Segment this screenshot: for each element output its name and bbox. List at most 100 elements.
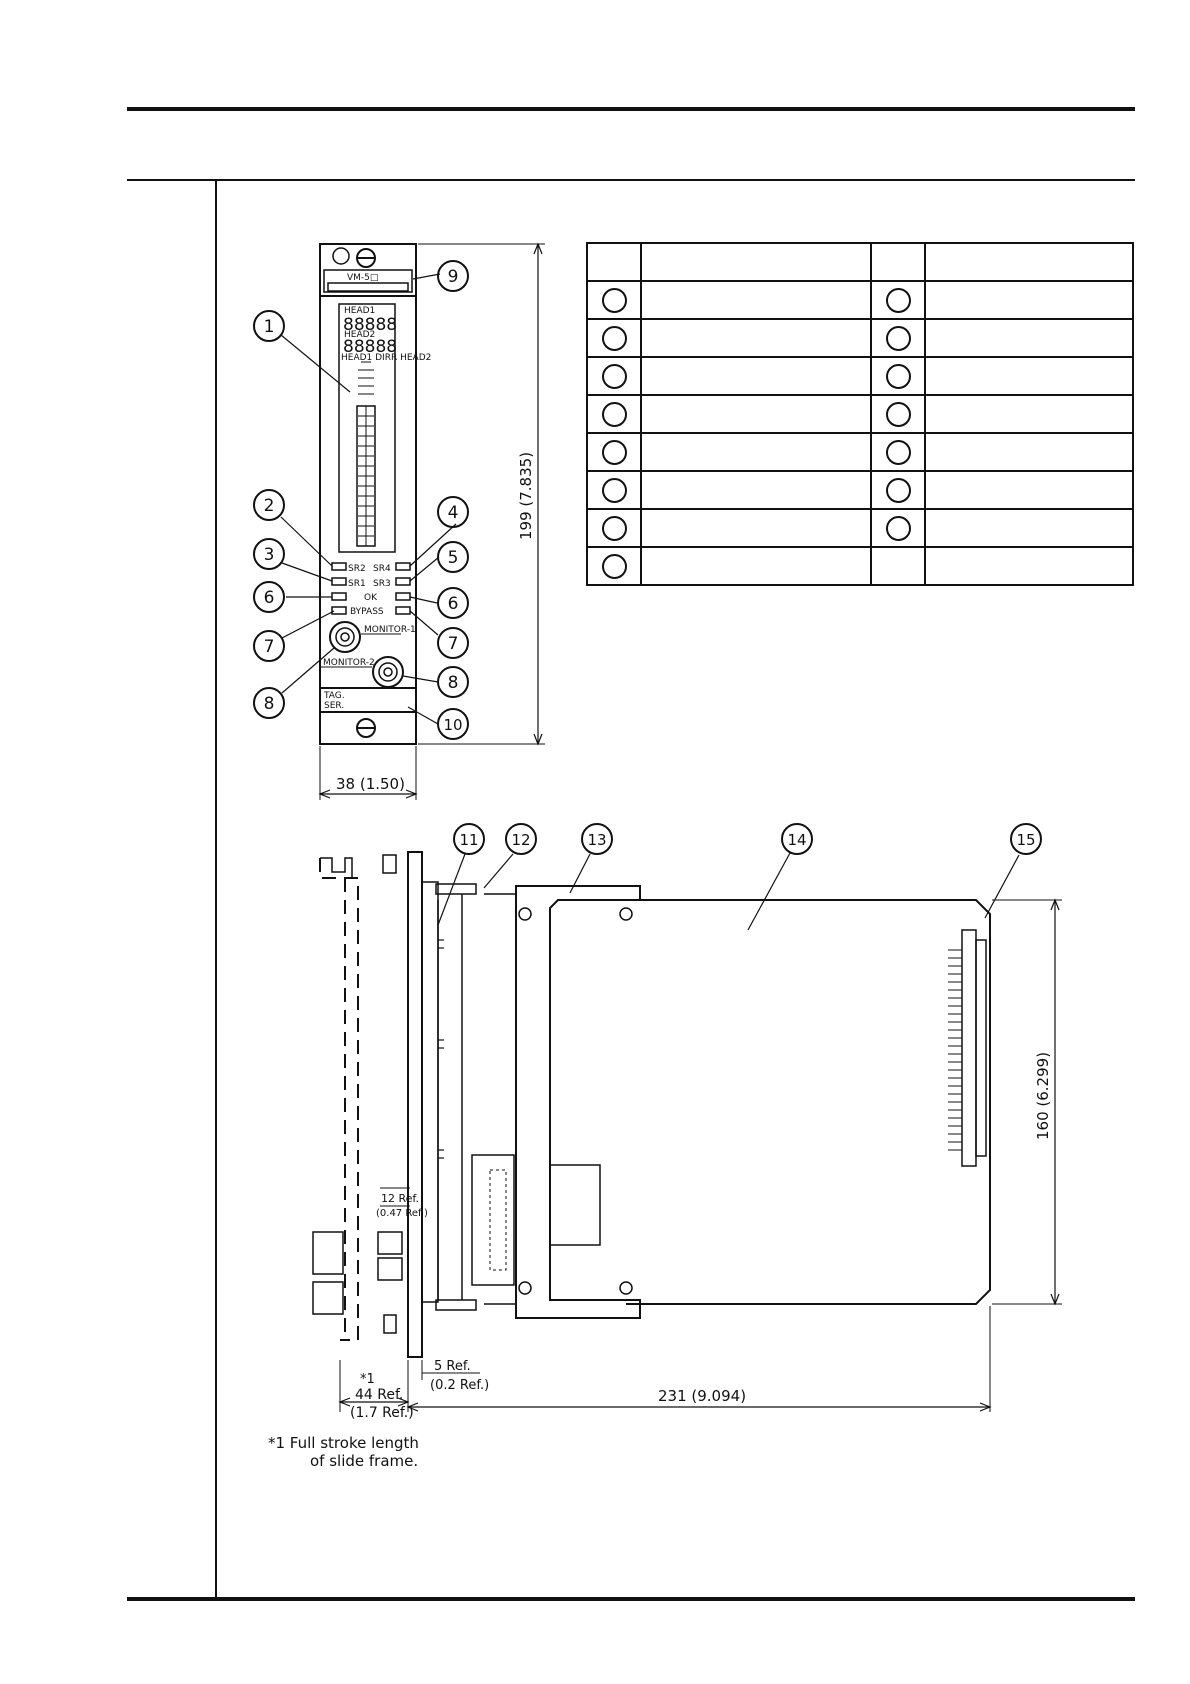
dim-ref-17: (1.7 Ref.) [350,1405,414,1421]
dim-height: 199 (7.835) [517,452,535,540]
item-circle-icon [885,515,911,541]
callout-6-right-number: 6 [448,594,459,614]
led-bypass-label: BYPASS [350,607,384,617]
callout-11-number: 11 [459,831,478,849]
callout-8-right-number: 8 [448,673,459,693]
item-circle-icon [601,515,627,541]
callout-5-number: 5 [448,548,459,568]
table-row [586,546,1134,586]
edge-connector [961,929,977,1167]
parts-table [586,242,1134,586]
callout-13-number: 13 [587,831,606,849]
monitor-1-label: MONITOR-1 [364,625,416,635]
left-column-rule [215,180,217,1600]
item-circle-icon [601,477,627,503]
logo-icon [332,247,350,265]
slide-frame [515,885,641,1319]
led-ok-right [395,592,411,601]
led-ok-left [331,592,347,601]
callout-6-right-icon [437,587,469,619]
panel-side-view [407,851,423,1358]
callout-7-left-number: 7 [264,637,275,657]
callout-15-icon [1010,823,1042,855]
table-header-row [586,242,1134,282]
callout-14-number: 14 [787,831,806,849]
callout-7-left-icon [253,630,285,662]
led-sr3 [395,577,411,586]
header-bottom-rule [127,179,1135,181]
item-circle-icon [601,439,627,465]
item-circle-icon [601,363,627,389]
front-panel-outline [319,243,417,745]
callout-8-left-number: 8 [264,694,275,714]
monitor-1-jack-icon [329,621,361,653]
led-sr1-label: SR1 [348,579,366,589]
callout-3-number: 3 [264,545,275,565]
led-bypass-left [331,606,347,615]
table-row [586,394,1134,434]
dim-ref-12: 12 Ref. [381,1192,419,1205]
table-row [586,318,1134,358]
display-window [338,303,396,553]
top-screw-icon [356,248,376,268]
callout-15-number: 15 [1016,831,1035,849]
callout-6-left-icon [253,581,285,613]
model-plate [323,269,413,293]
item-circle-icon [885,325,911,351]
item-circle-icon [601,325,627,351]
table-row [586,356,1134,396]
tag-label: TAG. [323,691,345,701]
led-sr2-label: SR2 [348,564,366,574]
led-sr3-label: SR3 [373,579,391,589]
led-sr1 [331,577,347,586]
callout-7-right-icon [437,627,469,659]
callout-9-number: 9 [448,267,459,287]
screw-top-right-icon [619,907,633,921]
callout-3-icon [253,538,285,570]
item-circle-icon [601,401,627,427]
callout-6-left-number: 6 [264,588,275,608]
item-circle-icon [885,401,911,427]
callout-1-icon [253,310,285,342]
dim-ref-047: (0.47 Ref.) [376,1208,428,1219]
screw-bottom-left-icon [518,1281,532,1295]
item-circle-icon [601,553,627,579]
item-circle-icon [885,287,911,313]
table-row [586,432,1134,472]
table-row [586,470,1134,510]
scale-head-label: HEAD1 DIRR HEAD2 [341,353,431,363]
monitor-2-jack-icon [372,656,404,688]
head2-label: HEAD2 [344,330,375,340]
callout-4-number: 4 [448,503,459,523]
monitor-2-label: MONITOR-2 [323,658,375,668]
footnote: *1 Full stroke length of slide frame. [268,1434,419,1470]
dim-ref-02: (0.2 Ref.) [430,1378,489,1393]
header-top-rule [127,107,1135,111]
dim-card-length: 231 (9.094) [658,1387,746,1405]
screw-top-left-icon [518,907,532,921]
callout-5-icon [437,541,469,573]
callout-10-number: 10 [443,716,462,734]
item-circle-icon [601,287,627,313]
ser-label: SER. [324,701,344,711]
callout-12-number: 12 [511,831,530,849]
footer-rule [127,1597,1135,1601]
callout-2-icon [253,489,285,521]
head2-readout: 88888 [343,337,397,357]
led-sr4 [395,562,411,571]
callout-8-left-icon [253,687,285,719]
dim-width: 38 (1.50) [336,775,405,793]
dim-card-height: 160 (6.299) [1034,1052,1052,1140]
screw-bottom-right-icon [619,1281,633,1295]
led-ok-label: OK [364,593,378,603]
callout-12-icon [505,823,537,855]
callout-4-icon [437,496,469,528]
callout-13-icon [581,823,613,855]
footnote-line-2: of slide frame. [310,1452,419,1470]
head1-label: HEAD1 [344,306,375,316]
footnote-line-1: *1 Full stroke length [268,1434,419,1452]
dim-ref-5: 5 Ref. [434,1359,471,1374]
table-row [586,280,1134,320]
led-sr2 [331,562,347,571]
led-bypass-right [395,606,411,615]
